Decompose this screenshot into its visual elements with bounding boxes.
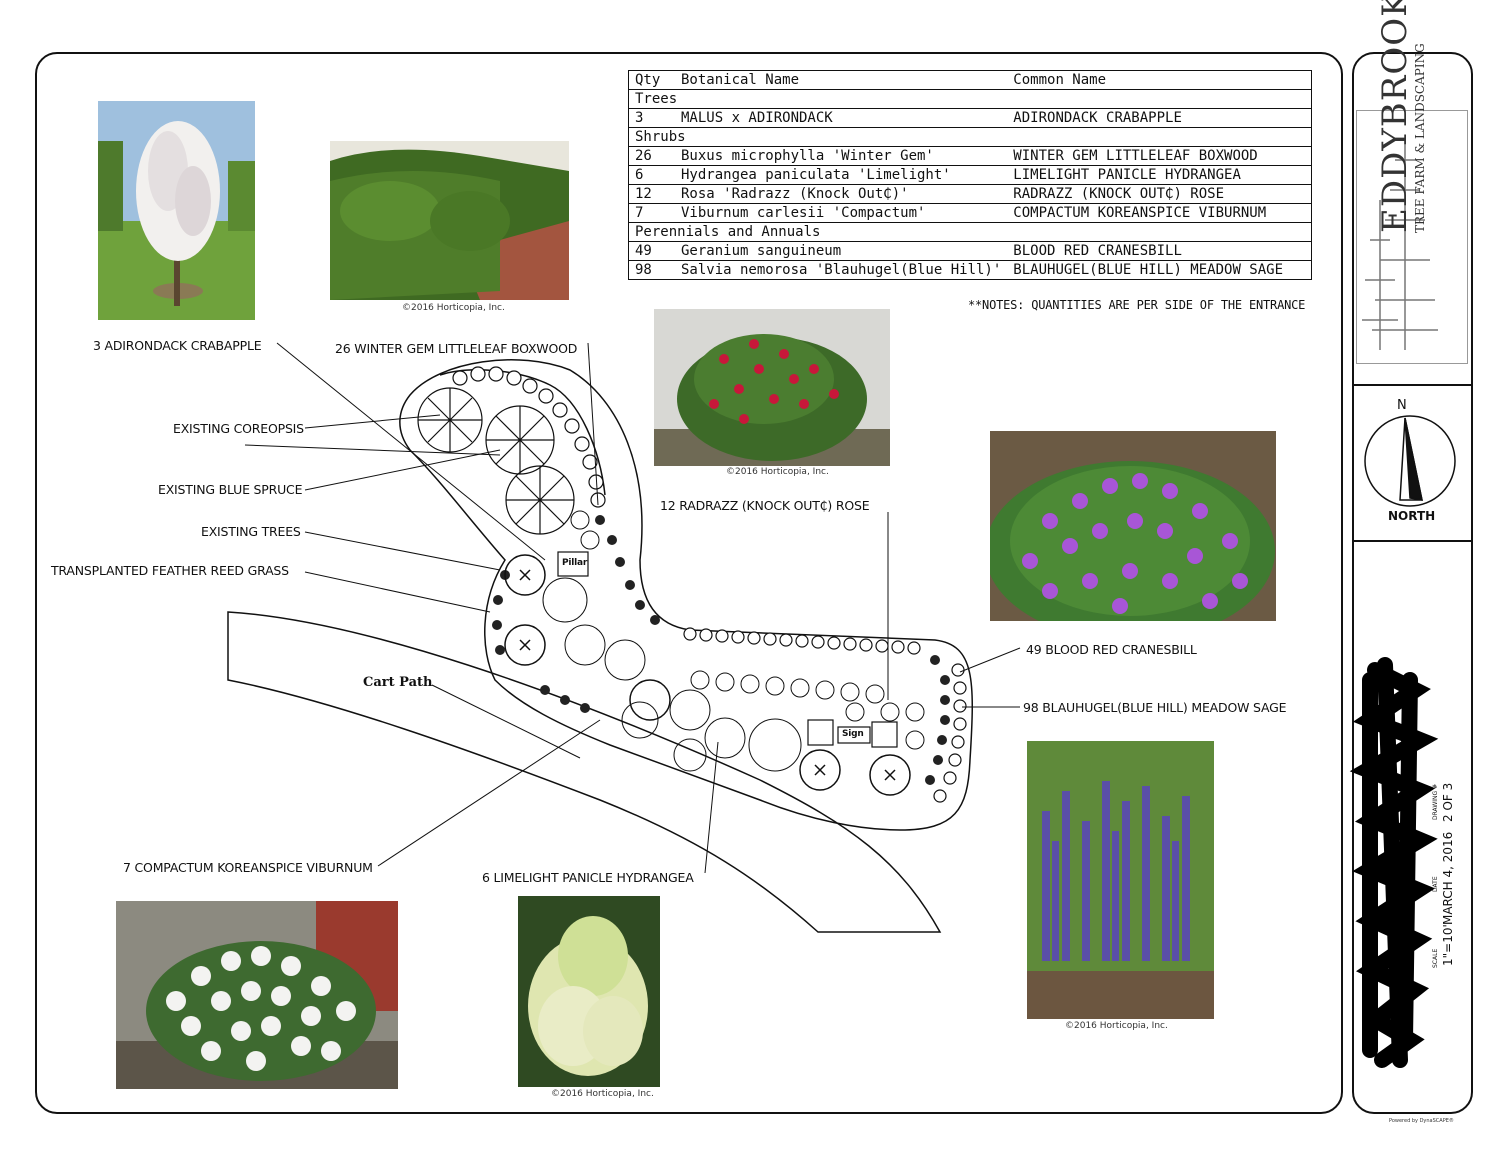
scale-value: 1"=10' (1441, 924, 1455, 966)
label-viburnum: 7 COMPACTUM KOREANSPICE VIBURNUM (123, 860, 373, 875)
drawing-number: 2 OF 3 (1441, 782, 1455, 822)
north-letter: N (1397, 398, 1407, 413)
scale-label: SCALE (1432, 948, 1439, 968)
cell-common: LIMELIGHT PANICLE HYDRANGEA (1007, 165, 1313, 185)
cell-botanical: Hydrangea paniculata 'Limelight' (675, 165, 1008, 185)
cell-botanical: Geranium sanguineum (675, 241, 1008, 261)
label-rose: 12 RADRAZZ (KNOCK OUT₵) ROSE (660, 498, 870, 513)
label-feather-grass: TRANSPLANTED FEATHER REED GRASS (51, 563, 289, 578)
label-existing-trees: EXISTING TREES (201, 524, 301, 539)
label-cart-path: Cart Path (363, 675, 433, 690)
label-hydrangea: 6 LIMELIGHT PANICLE HYDRANGEA (482, 870, 694, 885)
label-cranesbill: 49 BLOOD RED CRANESBILL (1026, 642, 1197, 657)
rose-photo (654, 309, 890, 466)
title-block-divider (1352, 540, 1473, 542)
label-sign: Sign (842, 729, 864, 739)
label-spruce: EXISTING BLUE SPRUCE (158, 482, 303, 497)
logo-text: EDDYBROOK TREE FARM & LANDSCAPING (1375, 0, 1428, 233)
title-block (1352, 52, 1473, 1114)
header-botanical: Botanical Name (675, 70, 1008, 90)
photo-credit: ©2016 Horticopia, Inc. (1065, 1021, 1168, 1031)
cell-common: COMPACTUM KOREANSPICE VIBURNUM (1007, 203, 1313, 223)
cell-botanical: Buxus microphylla 'Winter Gem' (675, 146, 1008, 166)
viburnum-photo (116, 901, 398, 1089)
label-boxwood: 26 WINTER GEM LITTLELEAF BOXWOOD (335, 341, 578, 356)
cell-qty: 98 (628, 260, 675, 280)
crabapple-photo (98, 101, 255, 320)
logo-name: EDDYBROOK (1375, 0, 1415, 233)
date-label: DATE (1432, 876, 1439, 892)
cell-botanical: Salvia nemorosa 'Blauhugel(Blue Hill)' (675, 260, 1008, 280)
boxwood-photo (330, 141, 569, 300)
bed-outline (399, 359, 973, 831)
photo-credit: ©2016 Horticopia, Inc. (551, 1089, 654, 1099)
cranesbill-photo (990, 431, 1276, 621)
cart-path (227, 611, 942, 933)
cell-common: RADRAZZ (KNOCK OUT₵) ROSE (1007, 184, 1313, 204)
cell-common: BLAUHUGEL(BLUE HILL) MEADOW SAGE (1007, 260, 1313, 280)
table-group-row: Perennials and Annuals (628, 222, 1312, 242)
photo-credit: ©2016 Horticopia, Inc. (726, 467, 829, 477)
company-logo (1356, 110, 1468, 364)
drawing-number-label: DRAWING # (1432, 783, 1439, 820)
photo-credit: ©2016 Horticopia, Inc. (402, 303, 505, 313)
drawing-border (35, 52, 1343, 1114)
group-name: Perennials and Annuals (628, 222, 1312, 242)
date-value: MARCH 4, 2016 (1441, 831, 1455, 925)
label-coreopsis: EXISTING COREOPSIS (173, 421, 304, 436)
label-pillar: Pillar (562, 558, 588, 568)
powered-by: Powered by DynaSCAPE® (1389, 1118, 1454, 1124)
title-block-divider (1352, 384, 1473, 386)
label-crabapple: 3 ADIRONDACK CRABAPPLE (93, 338, 262, 353)
notes: **NOTES: QUANTITIES ARE PER SIDE OF THE … (968, 298, 1306, 312)
north-label: NORTH (1388, 509, 1436, 523)
sage-photo (1027, 741, 1214, 1019)
label-sage: 98 BLAUHUGEL(BLUE HILL) MEADOW SAGE (1023, 700, 1287, 715)
hydrangea-photo (518, 896, 660, 1087)
